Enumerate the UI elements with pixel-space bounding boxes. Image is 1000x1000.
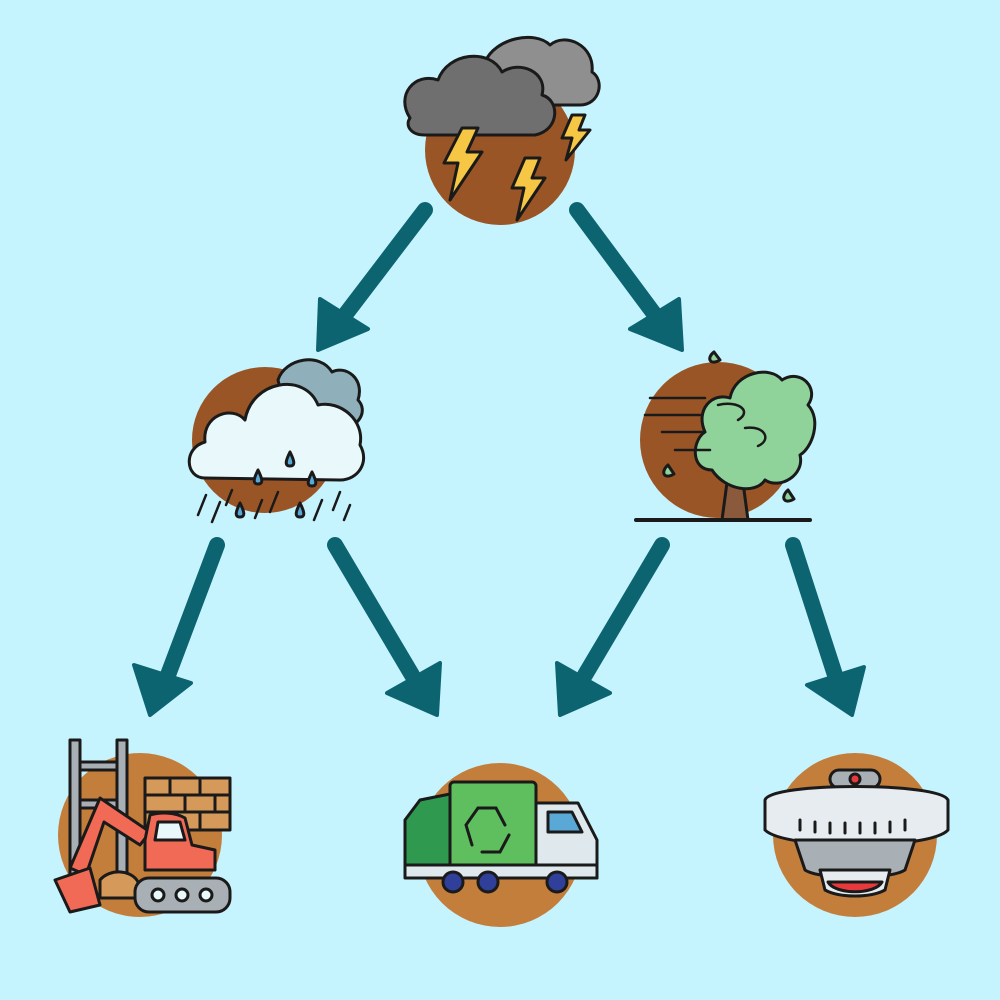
arrow-rain-to-garbage <box>327 537 442 717</box>
arrow-rain-to-construction <box>132 537 225 717</box>
arrow-wind-to-garbage <box>555 537 670 717</box>
excavator-construction-icon <box>53 738 232 917</box>
arrow-storm-to-rain <box>316 202 433 352</box>
recycling-garbage-truck-icon <box>403 763 599 927</box>
rain-cloud-icon <box>187 358 366 524</box>
arrow-wind-to-alarm <box>785 537 866 717</box>
windy-tree-icon <box>634 350 817 522</box>
arrow-storm-to-wind <box>569 202 684 352</box>
thunderstorm-icon <box>403 36 601 225</box>
smoke-detector-icon <box>763 753 950 917</box>
arrows <box>132 202 866 717</box>
